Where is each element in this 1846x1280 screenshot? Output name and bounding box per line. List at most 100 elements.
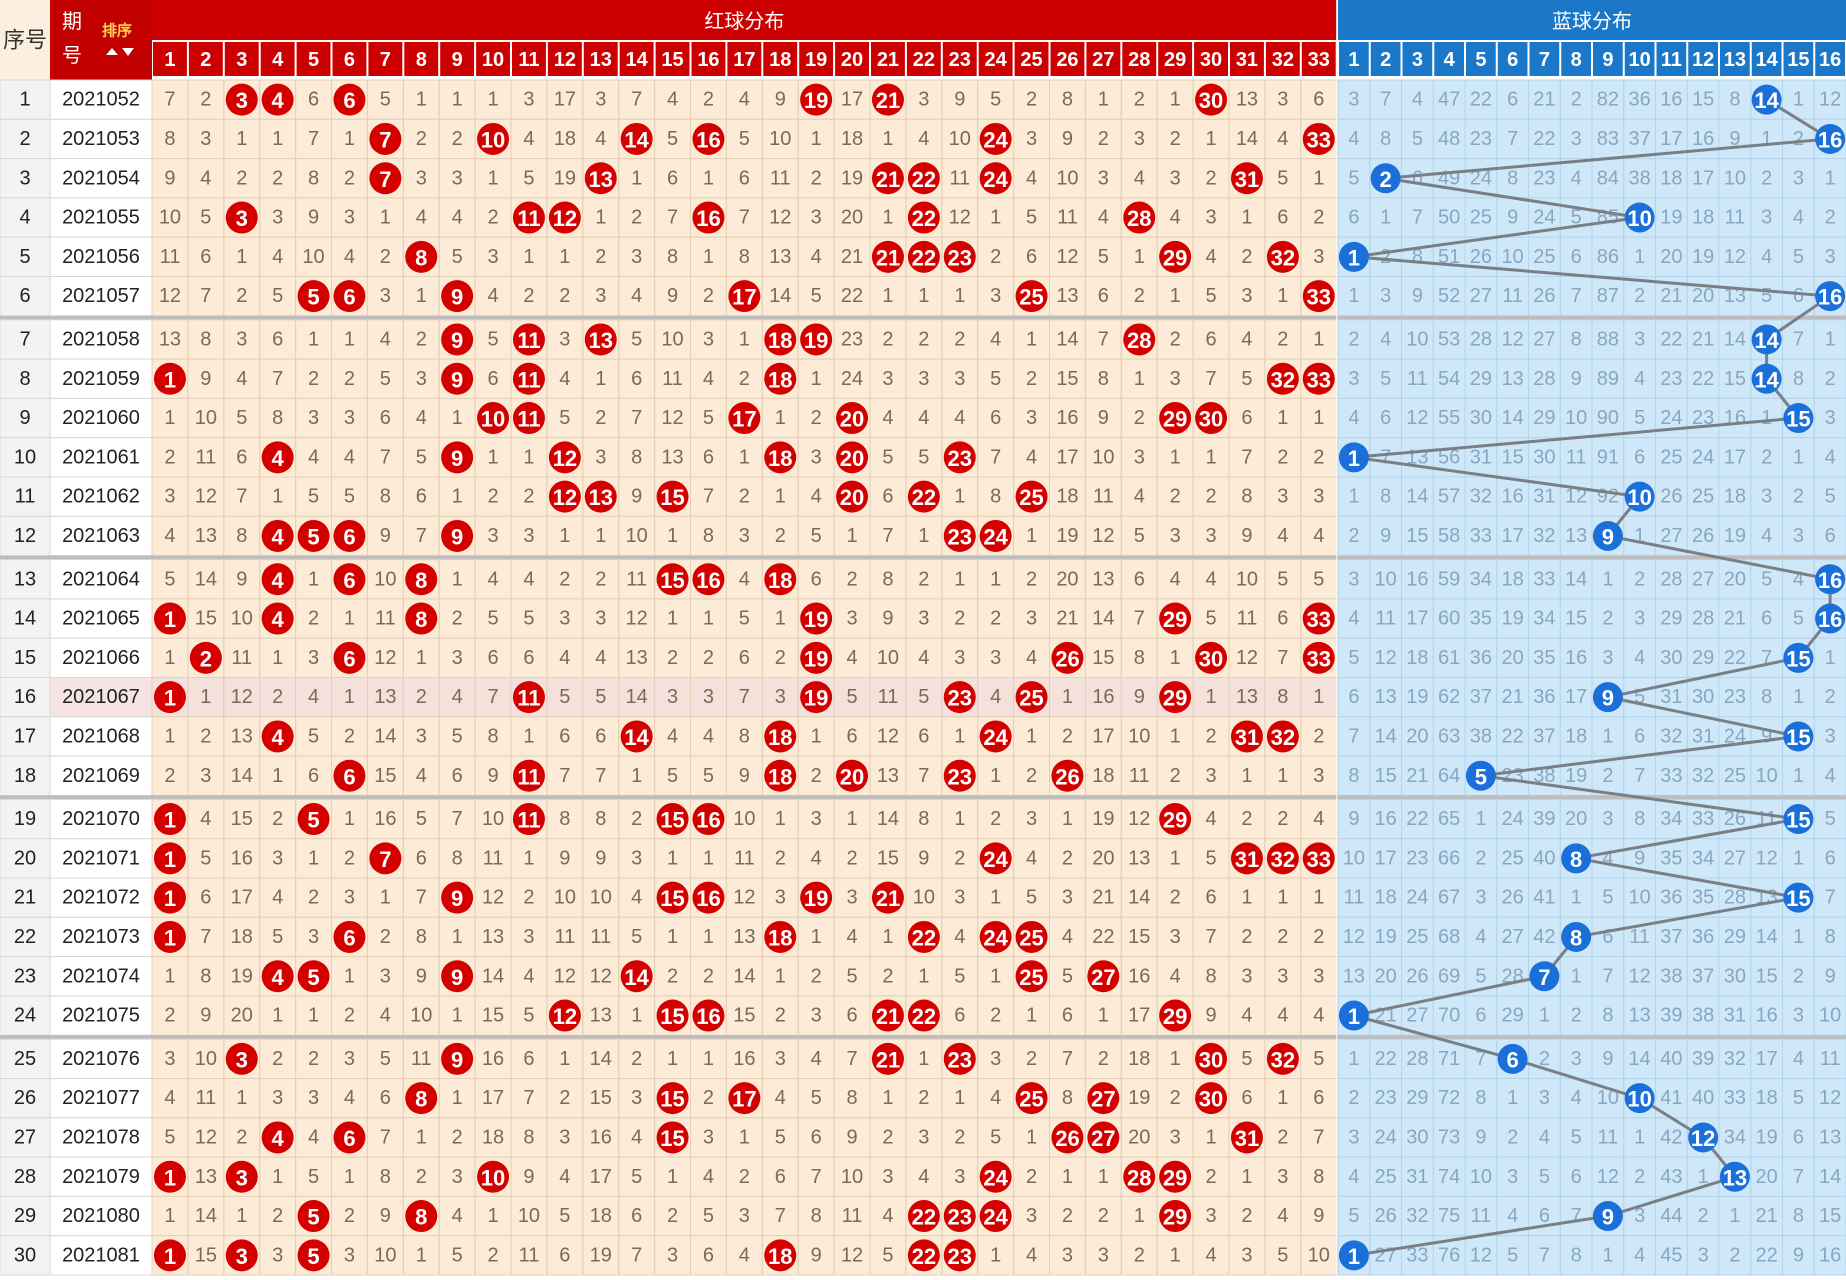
blue-miss-value: 25 [1470, 207, 1492, 229]
blue-miss-value: 7 [1825, 887, 1836, 909]
red-ball-number: 1 [164, 367, 176, 392]
red-ball-number: 6 [343, 285, 355, 310]
red-miss-value: 15 [1056, 368, 1078, 390]
blue-number-header-cell [1656, 42, 1687, 76]
red-miss-value: 2 [1062, 725, 1073, 747]
red-miss-value: 4 [990, 1087, 1001, 1109]
red-miss-value: 3 [1277, 1166, 1288, 1188]
blue-miss-value: 69 [1438, 965, 1460, 987]
blue-miss-value: 9 [1348, 808, 1359, 830]
red-ball-number: 27 [1091, 1126, 1115, 1151]
sort-toggle[interactable]: 排序 [102, 22, 134, 57]
red-miss-value: 20 [841, 207, 863, 229]
red-miss-value: 3 [1134, 128, 1145, 150]
blue-miss-value: 1 [1348, 1048, 1359, 1070]
red-ball-number: 7 [379, 847, 391, 872]
red-miss-value: 1 [1313, 407, 1324, 429]
red-miss-value: 3 [523, 89, 534, 111]
red-miss-value: 21 [1092, 887, 1114, 909]
red-miss-value: 1 [416, 1244, 427, 1266]
red-miss-value: 1 [990, 765, 1001, 787]
red-miss-value: 5 [1026, 887, 1037, 909]
red-miss-value: 3 [667, 686, 678, 708]
red-miss-value: 1 [954, 808, 965, 830]
red-miss-value: 4 [487, 285, 498, 307]
red-miss-value: 7 [667, 207, 678, 229]
seq-number: 25 [14, 1048, 36, 1070]
issue-number: 2021079 [62, 1166, 140, 1188]
red-number-header: 18 [769, 49, 791, 71]
blue-miss-value: 9 [1793, 1244, 1804, 1266]
red-ball-number: 9 [451, 367, 463, 392]
red-miss-value: 11 [160, 246, 181, 268]
red-ball-number: 5 [307, 1205, 319, 1230]
red-miss-value: 1 [344, 808, 355, 830]
seq-number: 4 [19, 207, 30, 229]
red-miss-value: 3 [1205, 1205, 1216, 1227]
red-miss-value: 8 [882, 568, 893, 590]
blue-miss-value: 25 [1660, 446, 1682, 468]
blue-miss-value: 83 [1597, 128, 1619, 150]
red-ball-number: 23 [948, 524, 972, 549]
red-miss-value: 2 [703, 647, 714, 669]
red-ball-number: 22 [912, 167, 936, 192]
red-ball-number: 29 [1163, 245, 1187, 270]
red-number-header: 27 [1092, 49, 1114, 71]
blue-miss-value: 35 [1692, 887, 1714, 909]
red-ball [800, 83, 833, 116]
red-miss-value: 2 [523, 887, 534, 909]
red-miss-value: 3 [1277, 486, 1288, 508]
red-miss-value: 11 [1093, 486, 1114, 508]
blue-miss-value: 2 [1825, 686, 1836, 708]
red-ball-number: 17 [732, 285, 756, 310]
red-miss-value: 1 [990, 965, 1001, 987]
blue-miss-value: 1 [1348, 285, 1359, 307]
seq-number: 13 [14, 568, 36, 590]
blue-number-header: 14 [1756, 49, 1779, 71]
red-number-header: 9 [452, 49, 463, 71]
red-number-header-cell [404, 42, 439, 76]
red-ball [1195, 83, 1228, 116]
red-number-header-cell [727, 42, 762, 76]
red-miss-value: 2 [1026, 89, 1037, 111]
blue-miss-value: 6 [1793, 1126, 1804, 1148]
red-miss-value: 1 [667, 525, 678, 547]
blue-ball-number: 15 [1786, 808, 1810, 833]
red-miss-value: 4 [452, 1205, 463, 1227]
blue-ball-number: 10 [1627, 206, 1651, 231]
blue-miss-value: 16 [1660, 89, 1682, 111]
red-miss-value: 8 [990, 486, 1001, 508]
red-miss-value: 5 [559, 686, 570, 708]
red-ball-number: 33 [1307, 127, 1331, 152]
red-miss-value: 3 [595, 89, 606, 111]
red-miss-value: 1 [739, 446, 750, 468]
red-miss-value: 19 [841, 167, 863, 189]
red-miss-value: 1 [1205, 1126, 1216, 1148]
red-miss-value: 15 [877, 847, 899, 869]
blue-miss-value: 17 [1375, 847, 1397, 869]
blue-miss-value: 7 [1412, 207, 1423, 229]
red-number-header-cell [655, 42, 690, 76]
red-miss-value: 9 [918, 847, 929, 869]
red-miss-value: 4 [1277, 1205, 1288, 1227]
red-miss-value: 18 [1092, 765, 1114, 787]
red-miss-value: 5 [1098, 246, 1109, 268]
red-miss-value: 3 [1062, 887, 1073, 909]
blue-miss-value: 23 [1502, 765, 1524, 787]
red-miss-value: 4 [811, 246, 822, 268]
blue-miss-value: 1 [1793, 765, 1804, 787]
blue-miss-value: 2 [1761, 446, 1772, 468]
red-miss-value: 3 [775, 1048, 786, 1070]
red-miss-value: 1 [954, 1087, 965, 1109]
red-miss-value: 2 [272, 167, 283, 189]
issue-number: 2021064 [62, 568, 140, 590]
red-number-header-cell [1301, 42, 1336, 76]
red-miss-value: 1 [990, 887, 1001, 909]
red-miss-value: 12 [949, 207, 971, 229]
blue-miss-value: 28 [1724, 887, 1746, 909]
blue-miss-value: 11 [1566, 446, 1587, 468]
blue-miss-value: 10 [1819, 1005, 1841, 1027]
issue-cell [49, 79, 153, 120]
red-miss-value: 5 [703, 1205, 714, 1227]
red-miss-value: 1 [452, 89, 463, 111]
